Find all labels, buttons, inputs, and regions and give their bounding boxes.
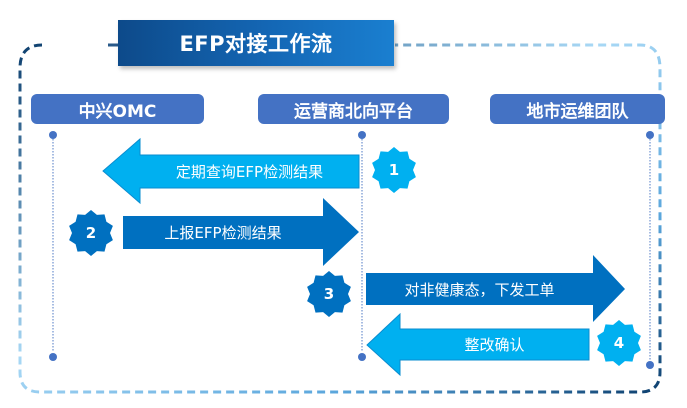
page-title: EFP对接工作流 xyxy=(118,20,394,66)
lane-header-platform: 运营商北向平台 xyxy=(258,94,449,124)
lifeline-team xyxy=(646,131,654,369)
step-1-badge: 1 xyxy=(388,161,400,179)
step-1-badge-shape xyxy=(372,147,416,193)
step-2-arrow xyxy=(123,198,359,266)
step-3-badge-shape xyxy=(307,271,351,317)
lifeline-platform xyxy=(358,131,366,361)
step-1-label: 定期查询EFP检测结果 xyxy=(175,163,324,181)
step-4-badge: 4 xyxy=(613,334,625,352)
lane-header-team: 地市运维团队 xyxy=(490,94,665,124)
step-2-badge-shape xyxy=(69,210,113,256)
step-4-label: 整改确认 xyxy=(464,336,525,354)
lane-header-omc: 中兴OMC xyxy=(31,94,204,124)
step-2-badge: 2 xyxy=(85,224,97,242)
step-4-arrow xyxy=(366,312,590,377)
step-3-arrow xyxy=(366,255,625,322)
step-3-label: 对非健康态，下发工单 xyxy=(404,280,555,299)
step-1-arrow xyxy=(102,137,360,205)
lifeline-omc xyxy=(49,131,57,361)
frame-border xyxy=(18,43,662,394)
step-3-badge: 3 xyxy=(323,285,335,303)
step-2-label: 上报EFP检测结果 xyxy=(164,224,282,242)
step-4-badge-shape xyxy=(597,320,641,366)
swap-arrows-icon xyxy=(57,27,96,62)
